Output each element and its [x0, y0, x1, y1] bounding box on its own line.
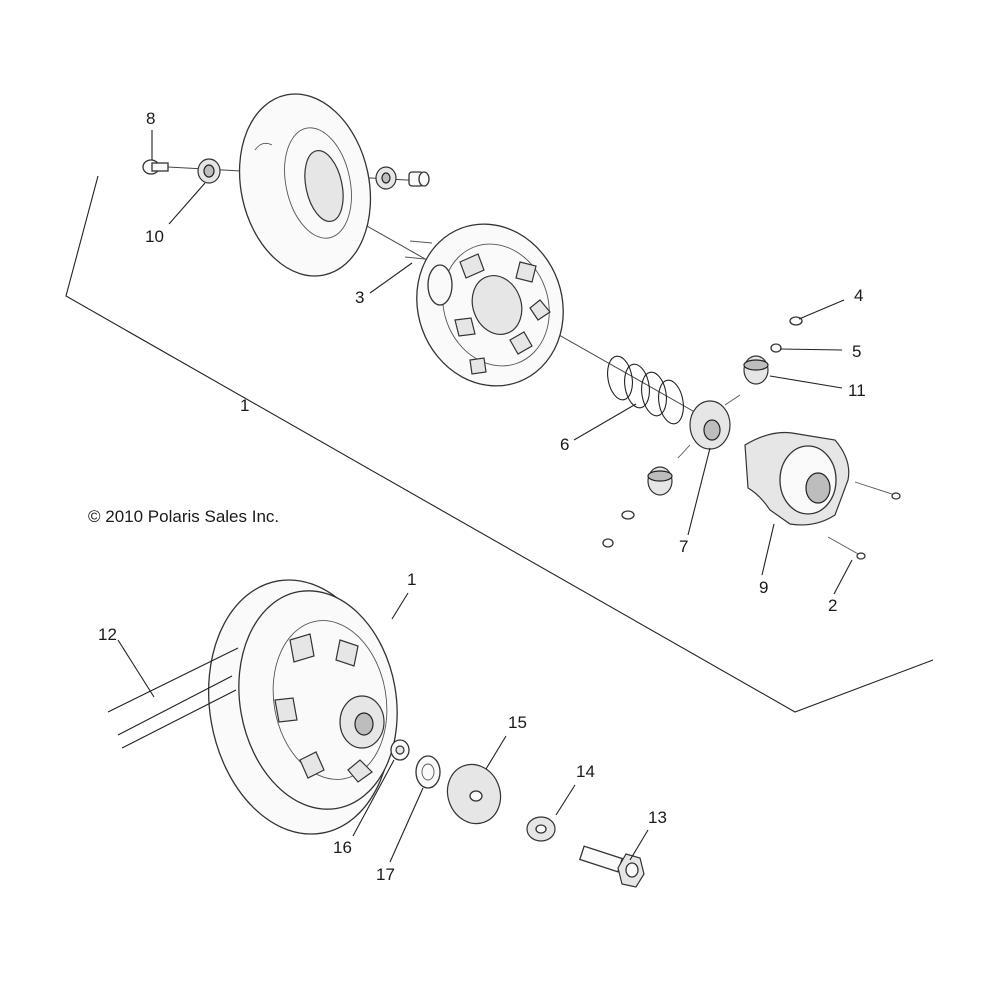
copyright-text: © 2010 Polaris Sales Inc.: [88, 507, 279, 526]
callout-15: 15: [508, 713, 527, 732]
callout-11: 11: [848, 381, 866, 400]
part-12-belt: [107, 647, 239, 749]
callout-14: 14: [576, 762, 595, 781]
callout-8: 8: [146, 109, 155, 128]
stationary-sheave: [238, 93, 372, 277]
part-13-bolt: [578, 845, 645, 888]
callout-10: 10: [145, 227, 164, 246]
part-2-screws: [827, 481, 901, 560]
assembly-bracket-outline: [65, 175, 934, 713]
callout-4: 4: [854, 286, 863, 305]
callout-6: 6: [560, 435, 569, 454]
part-11-roller-upper: [743, 355, 769, 385]
callout-labels: 8 10 3 4 5 11 1 6 7 9 2 1 12 15 14 13 16…: [98, 109, 866, 884]
callout-2: 2: [828, 596, 837, 615]
part-6-spring: [607, 355, 684, 425]
part-8-pin: [142, 159, 169, 175]
part-7-hub: [677, 394, 741, 459]
assembled-clutch: [207, 579, 398, 835]
callout-13: 13: [648, 808, 667, 827]
callout-1-top: 1: [240, 396, 249, 415]
part-9-cover: [744, 431, 850, 526]
callout-3: 3: [355, 288, 364, 307]
part-17-washer: [415, 755, 441, 789]
part-11-roller-lower: [647, 466, 673, 496]
callout-17: 17: [376, 865, 395, 884]
callout-12: 12: [98, 625, 117, 644]
callout-9: 9: [759, 578, 768, 597]
callout-1-bottom: 1: [407, 570, 416, 589]
part-3-pins: [404, 240, 433, 260]
lower-clips: [602, 510, 635, 548]
callout-5: 5: [852, 342, 861, 361]
moveable-sheave: [416, 223, 564, 387]
top-nut: [408, 171, 430, 187]
leader-lines: [117, 130, 853, 863]
part-14-washer: [526, 816, 556, 842]
part-10-bearing: [197, 158, 221, 184]
part-10-bearing-right: [375, 166, 397, 190]
part-16-washer: [390, 739, 410, 761]
callout-7: 7: [679, 537, 688, 556]
part-15-washer: [446, 763, 502, 825]
callout-16: 16: [333, 838, 352, 857]
part-5-washer: [770, 343, 782, 353]
